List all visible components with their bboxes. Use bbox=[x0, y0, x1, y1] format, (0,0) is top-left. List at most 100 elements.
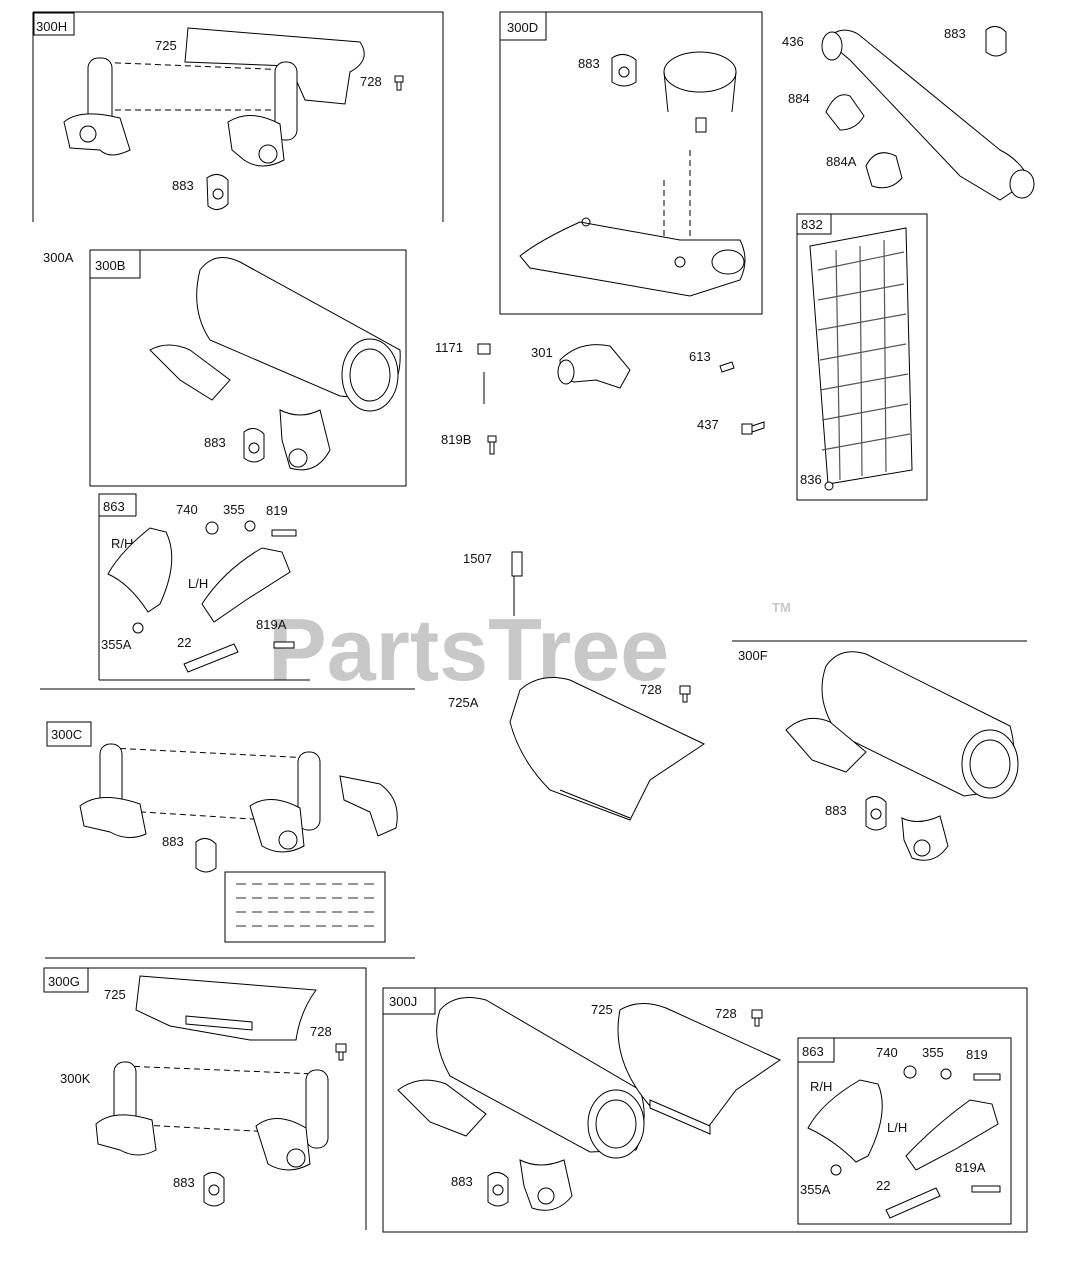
callout-883-300b: 883 bbox=[204, 435, 226, 450]
callout-rh-lower: R/H bbox=[810, 1079, 832, 1094]
screw-613 bbox=[719, 361, 735, 373]
frame-300j bbox=[382, 987, 1028, 1233]
heat-shield-725a bbox=[509, 677, 706, 821]
callout-lh-lower: L/H bbox=[887, 1120, 907, 1135]
exhaust-flange-left-300j bbox=[397, 1079, 487, 1137]
callout-728-middle: 728 bbox=[640, 682, 662, 697]
callout-lh-upper: L/H bbox=[188, 576, 208, 591]
callout-1507: 1507 bbox=[463, 551, 492, 566]
callout-437: 437 bbox=[697, 417, 719, 432]
exhaust-flange-right-300c bbox=[249, 799, 305, 853]
label-box-300c bbox=[46, 721, 92, 747]
muffler-assembly-300d bbox=[519, 51, 746, 297]
muffler-end-right-300g bbox=[305, 1069, 329, 1149]
exhaust-flange-left-300c bbox=[79, 796, 147, 838]
exhaust-flange-left-300f bbox=[785, 717, 867, 773]
callout-725-300h: 725 bbox=[155, 38, 177, 53]
section-frames bbox=[32, 11, 1028, 1233]
label-box-832 bbox=[796, 213, 832, 235]
section-label-863-lower: 863 bbox=[802, 1044, 824, 1059]
callout-883-300f: 883 bbox=[825, 803, 847, 818]
frame-832 bbox=[796, 213, 928, 501]
callout-436: 436 bbox=[782, 34, 804, 49]
label-box-863-lower bbox=[797, 1037, 835, 1063]
gasket-883-300g bbox=[203, 1172, 225, 1207]
screw-819a-upper bbox=[273, 641, 295, 649]
gasket-883-top-right bbox=[985, 26, 1007, 57]
heat-shield-725-300h bbox=[184, 27, 365, 105]
gasket-883-300d bbox=[611, 54, 637, 87]
section-label-300c: 300C bbox=[51, 727, 82, 742]
callout-883-top-right: 883 bbox=[944, 26, 966, 41]
muffler-assembly-300j bbox=[397, 997, 782, 1211]
callout-728-300g: 728 bbox=[310, 1024, 332, 1039]
label-box-300b bbox=[89, 249, 141, 279]
callout-1171: 1171 bbox=[435, 340, 463, 355]
muffler-end-right-300h bbox=[274, 61, 298, 141]
watermark-brand: PartsTree bbox=[268, 600, 669, 699]
washer-740-lower bbox=[903, 1065, 917, 1079]
callout-725-300g: 725 bbox=[104, 987, 126, 1002]
callout-22-lower: 22 bbox=[876, 1178, 890, 1193]
screw-819b bbox=[487, 435, 497, 455]
exhaust-flange-right-300g bbox=[255, 1118, 311, 1171]
heat-screen-300c bbox=[224, 871, 386, 943]
callout-300k: 300K bbox=[60, 1071, 91, 1086]
watermark-trademark: TM bbox=[772, 600, 791, 615]
callout-883-300h: 883 bbox=[172, 178, 194, 193]
screw-728-300j bbox=[751, 1009, 763, 1027]
muffler-assembly-300g bbox=[95, 975, 347, 1207]
clamp-884a bbox=[865, 152, 903, 189]
section-label-300g: 300G bbox=[48, 974, 80, 989]
screw-819a-lower bbox=[971, 1185, 1001, 1193]
gasket-883-300h bbox=[206, 174, 229, 210]
callout-301: 301 bbox=[531, 345, 553, 360]
bracket-lh-lower bbox=[905, 1099, 999, 1171]
exhaust-flange-left-300g bbox=[95, 1114, 157, 1156]
screw-437 bbox=[741, 421, 765, 435]
section-label-300j: 300J bbox=[389, 994, 417, 1009]
part-callouts: 725 728 883 883 436 883 884 884A 883 117… bbox=[60, 26, 988, 1197]
callout-819a-upper: 819A bbox=[256, 617, 287, 632]
frame-300b bbox=[89, 249, 407, 487]
screw-728-300g bbox=[335, 1043, 347, 1061]
frame-300g bbox=[44, 967, 367, 1230]
bracket-kit-863-upper bbox=[107, 520, 297, 673]
loose-hardware bbox=[477, 343, 765, 616]
callout-355a-upper: 355A bbox=[101, 637, 132, 652]
frame-300d bbox=[499, 11, 763, 315]
label-box-300d bbox=[499, 11, 547, 41]
callout-22-upper: 22 bbox=[177, 635, 191, 650]
callout-883-300d: 883 bbox=[578, 56, 600, 71]
callout-355-upper: 355 bbox=[223, 502, 245, 517]
callout-819-upper: 819 bbox=[266, 503, 288, 518]
sensor-1507 bbox=[511, 551, 523, 577]
muffler-assembly-300b bbox=[149, 257, 401, 471]
frame-863-upper bbox=[98, 493, 137, 680]
callout-355-lower: 355 bbox=[922, 1045, 944, 1060]
screw-819-lower bbox=[973, 1073, 1001, 1081]
section-label-300b: 300B bbox=[95, 258, 125, 273]
callout-725a: 725A bbox=[448, 695, 479, 710]
callout-728-300h: 728 bbox=[360, 74, 382, 89]
screw-819-upper bbox=[271, 529, 297, 537]
screw-728-300h bbox=[394, 75, 404, 91]
gasket-883-300c bbox=[195, 838, 217, 873]
exhaust-flange-right-300j bbox=[519, 1159, 573, 1211]
callout-725-300j: 725 bbox=[591, 1002, 613, 1017]
callout-883-300j: 883 bbox=[451, 1174, 473, 1189]
muffler-assembly-300h bbox=[63, 27, 404, 210]
callout-836: 836 bbox=[800, 472, 822, 487]
bracket-kit-863-lower bbox=[807, 1065, 1001, 1219]
muffler-assembly-300c bbox=[79, 743, 398, 943]
callout-rh-upper: R/H bbox=[111, 536, 133, 551]
bracket-rh-upper bbox=[107, 527, 173, 613]
bracket-lh-upper bbox=[201, 547, 291, 623]
gasket-883-300b bbox=[243, 428, 265, 463]
section-label-863-upper: 863 bbox=[103, 499, 125, 514]
exhaust-flange-right-300f bbox=[901, 815, 949, 861]
label-box-300g bbox=[43, 967, 89, 993]
callout-819-lower: 819 bbox=[966, 1047, 988, 1062]
nut-355-lower bbox=[940, 1068, 952, 1080]
